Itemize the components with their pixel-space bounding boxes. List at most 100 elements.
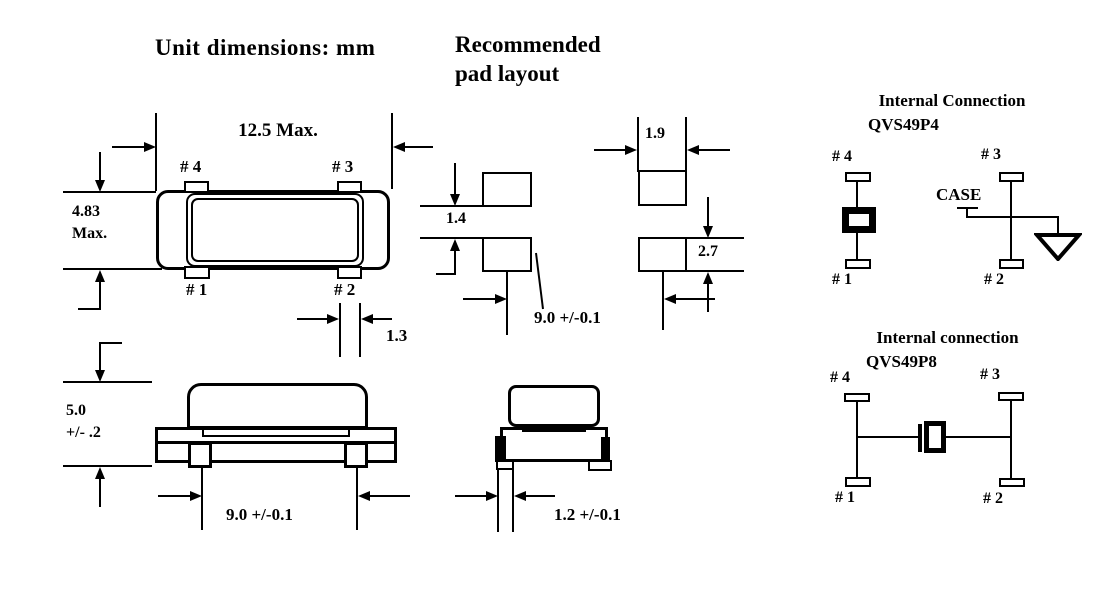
extension-line — [497, 470, 499, 532]
dimension-line-tail — [436, 273, 456, 275]
crystal-symbol — [842, 207, 876, 233]
dim-height-label-line2: +/- .2 — [66, 424, 101, 441]
qvs49p8-pin3-pad — [998, 392, 1024, 401]
package-seal-line — [522, 429, 586, 432]
package-cover-end — [508, 385, 600, 427]
dim-pad-height-label: 2.7 — [698, 243, 718, 260]
dimension-line — [297, 318, 328, 320]
dimension-line — [370, 495, 410, 497]
pad-pin3 — [337, 181, 362, 193]
wire — [856, 233, 858, 259]
dimension-line — [99, 152, 101, 182]
arrowhead-down — [450, 194, 460, 206]
dimension-line — [454, 250, 456, 275]
lead-wrap-left — [495, 436, 506, 462]
extension-line — [63, 268, 162, 270]
qvs49p8-pin2-label: # 2 — [983, 490, 1003, 507]
extension-line — [687, 270, 744, 272]
qvs49p8-pin1-pad — [845, 477, 871, 487]
dim-height-max-label-line1: 4.83 — [72, 203, 100, 220]
dimension-line — [699, 149, 730, 151]
arrowhead-right — [495, 294, 507, 304]
arrowhead-left — [393, 142, 405, 152]
dimension-line-tail — [78, 308, 101, 310]
case-label: CASE — [936, 185, 982, 204]
qvs49p4-pin3-pad — [999, 172, 1024, 182]
arrowhead-up — [95, 270, 105, 282]
extension-line — [637, 117, 639, 172]
dimension-line — [99, 478, 101, 507]
qvs49p8-pin2-pad — [999, 478, 1025, 487]
extension-line — [63, 191, 156, 193]
crystal-plate — [918, 424, 922, 452]
layout-pad-bottom-left — [482, 237, 532, 272]
qvs49p4-pin2-label: # 2 — [984, 271, 1004, 288]
qvs49p8-pin4-label: # 4 — [830, 369, 850, 386]
pin3-label: # 3 — [332, 157, 354, 176]
pad-layout-title-line2: pad layout — [455, 61, 560, 86]
pad-pin2 — [337, 266, 362, 279]
pin2-label: # 2 — [334, 280, 356, 299]
dim-pad-pitch-label: 9.0 +/-0.1 — [534, 308, 601, 327]
extension-line — [685, 117, 687, 172]
qvs49p4-title-line2: QVS49P4 — [868, 115, 939, 134]
wire — [856, 182, 858, 207]
dimension-line — [463, 298, 495, 300]
dim-height-max-label-line2: Max. — [72, 225, 108, 242]
ground-icon — [1034, 233, 1082, 261]
lead-foot-right — [588, 460, 612, 471]
dimension-line — [454, 163, 456, 194]
package-lead-left — [188, 442, 212, 468]
lead-wrap-right — [601, 437, 610, 461]
dimension-line — [99, 281, 101, 310]
qvs49p4-pin3-label: # 3 — [981, 146, 1001, 163]
arrowhead-down — [95, 370, 105, 382]
qvs49p4-pin4-label: # 4 — [832, 148, 852, 165]
extension-line — [359, 303, 361, 357]
lead-foot-left — [496, 460, 514, 470]
dim-lead-pitch-label: 9.0 +/-0.1 — [226, 505, 293, 524]
pin4-label: # 4 — [180, 157, 202, 176]
wire — [857, 436, 919, 438]
arrowhead-up — [450, 239, 460, 251]
dimension-line — [455, 495, 486, 497]
arrowhead-left — [514, 491, 526, 501]
wire — [856, 402, 858, 478]
wire — [946, 436, 1011, 438]
dimension-line — [707, 197, 709, 226]
wire — [1057, 218, 1059, 235]
arrowhead-up — [703, 272, 713, 284]
arrowhead-left — [361, 314, 373, 324]
arrowhead-left — [687, 145, 699, 155]
crystal-symbol — [924, 421, 946, 453]
qvs49p4-title-line1: Internal Connection — [878, 91, 1026, 110]
dimension-line — [373, 318, 392, 320]
pad-pin1 — [184, 266, 210, 279]
package-base-divider — [158, 441, 394, 444]
pin1-label: # 1 — [186, 280, 208, 299]
package-cover-dome — [187, 383, 368, 429]
extension-line — [420, 237, 482, 239]
extension-line — [391, 113, 393, 189]
dimension-line — [526, 495, 555, 497]
arrowhead-down — [703, 226, 713, 238]
package-base-end — [500, 427, 608, 462]
qvs49p8-pin3-label: # 3 — [980, 366, 1000, 383]
arrowhead-right — [327, 314, 339, 324]
extension-line — [63, 465, 152, 467]
arrowhead-right — [144, 142, 156, 152]
extension-line — [63, 381, 152, 383]
dimension-line — [112, 146, 145, 148]
extension-line — [356, 468, 358, 530]
case-tick — [957, 207, 978, 209]
wire — [1010, 182, 1012, 259]
dim-height-label-line1: 5.0 — [66, 402, 86, 419]
dim-pad-width-label: 1.3 — [386, 326, 408, 345]
qvs49p4-pin1-label: # 1 — [832, 271, 852, 288]
package-inner-outline-2 — [191, 198, 359, 262]
dim-row-gap-label: 1.4 — [446, 210, 466, 227]
qvs49p8-pin1-label: # 1 — [835, 489, 855, 506]
package-lead-right — [344, 442, 368, 468]
arrowhead-left — [664, 294, 676, 304]
wire — [966, 216, 1059, 218]
